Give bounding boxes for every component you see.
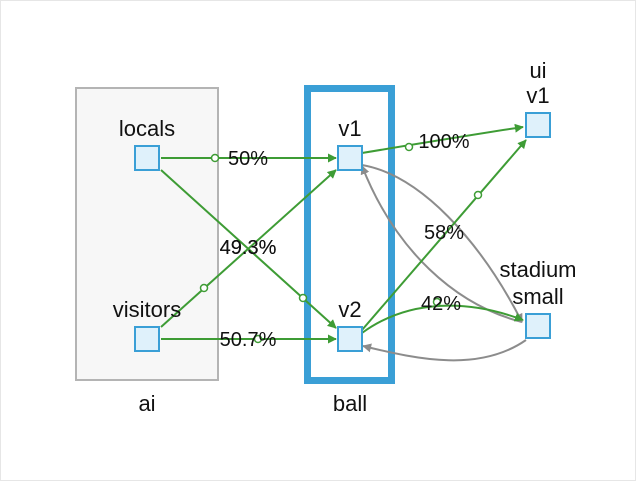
node-visitors-label: visitors <box>113 297 181 322</box>
edge-visitors-to-v1 <box>160 169 337 328</box>
edge-visitors-to-v2-handle <box>253 334 263 344</box>
node-v2-label: v2 <box>338 297 361 322</box>
node-locals-label: locals <box>119 116 175 141</box>
node-ui-v1-label-line1: ui <box>529 58 546 83</box>
edge-stadium-small-to-v2 <box>362 339 527 362</box>
edge-label-visitors-v1: 49.3% <box>220 237 277 259</box>
node-v1-label: v1 <box>338 116 361 141</box>
edge-v2-to-ui-v1-handle <box>473 190 483 200</box>
edge-v1-to-ui-v1 <box>361 123 524 154</box>
edge-locals-to-v1-handle <box>210 153 220 163</box>
edge-label-locals-v2: 49.3% <box>220 237 277 259</box>
node-visitors[interactable] <box>134 326 160 352</box>
group-ball-label: ball <box>333 391 367 416</box>
node-v1[interactable] <box>337 145 363 171</box>
node-stadium-small[interactable] <box>525 313 551 339</box>
node-stadium-small-label-line2: small <box>512 284 563 309</box>
edge-locals-to-v2-handle <box>298 293 308 303</box>
edge-v2-to-stadium-small <box>361 304 524 334</box>
group-ball-box <box>304 85 395 384</box>
edge-visitors-to-v1-handle <box>199 283 209 293</box>
edge-v2-to-stadium-small-handle <box>432 297 442 307</box>
edge-label-v1-ui-v1: 100% <box>418 131 469 153</box>
node-ui-v1[interactable] <box>525 112 551 138</box>
edge-label-locals-v1: 50% <box>228 148 268 170</box>
node-locals[interactable] <box>134 145 160 171</box>
node-stadium-small-label-line1: stadium <box>499 257 576 282</box>
group-ai-label: ai <box>138 391 155 416</box>
node-ui-v1-label-line2: v1 <box>526 83 549 108</box>
edge-stadium-small-to-v1 <box>360 165 523 323</box>
edge-label-v2-stadium-small: 42% <box>421 293 461 315</box>
edge-v1-to-ui-v1-handle <box>404 142 414 152</box>
node-v2[interactable] <box>337 326 363 352</box>
edge-v2-to-ui-v1 <box>361 139 527 331</box>
edge-label-visitors-v2: 50.7% <box>220 329 277 351</box>
edge-v1-to-stadium-small <box>361 164 523 323</box>
edge-label-v2-ui-v1: 58% <box>424 222 464 244</box>
